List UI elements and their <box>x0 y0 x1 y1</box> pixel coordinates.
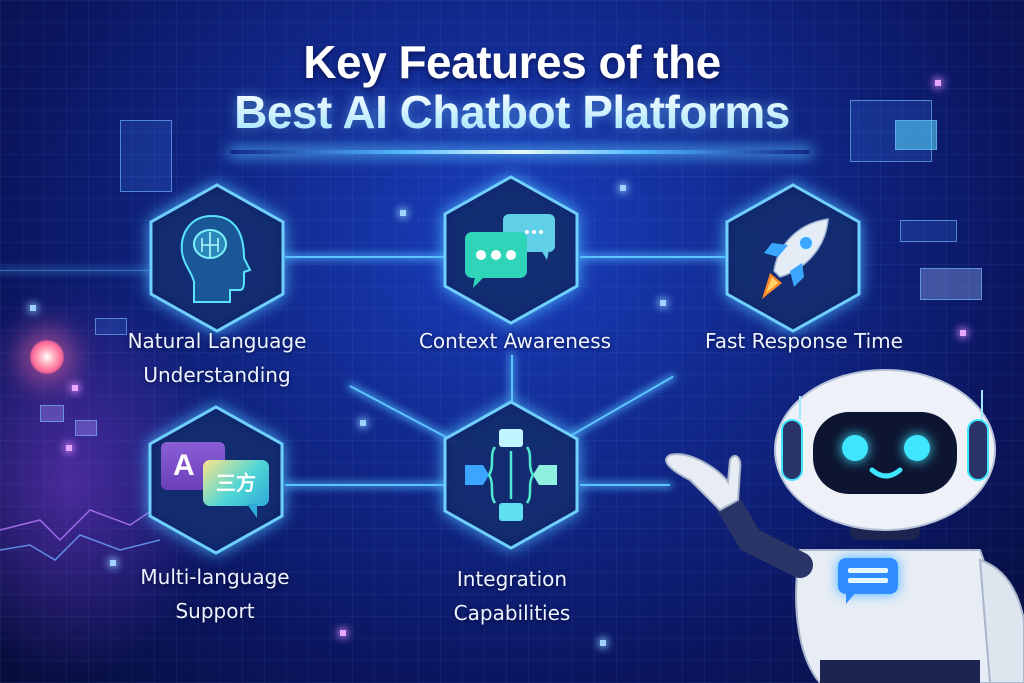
feature-fast-response[interactable] <box>725 183 861 333</box>
feature-label-line: Multi-language <box>140 565 290 589</box>
hud-panel <box>900 220 957 242</box>
hud-panel <box>895 120 937 150</box>
hud-panel <box>75 420 97 436</box>
feature-label-line: Natural Language <box>127 329 307 353</box>
star-dot <box>935 80 941 86</box>
feature-label: Multi-language Support <box>110 560 320 628</box>
star-dot <box>960 330 966 336</box>
star-dot <box>110 560 116 566</box>
connector-line <box>580 484 670 486</box>
connector-line <box>580 256 725 258</box>
feature-label-line: Context Awareness <box>418 329 612 353</box>
star-dot <box>340 630 346 636</box>
hud-panel <box>920 268 982 300</box>
feature-label: Integration Capabilities <box>410 562 614 630</box>
star-dot <box>30 305 36 311</box>
hud-panel <box>95 318 127 335</box>
feature-label: Fast Response Time <box>686 324 922 358</box>
feature-multi-language[interactable]: A 三方 <box>148 405 284 555</box>
feature-integration[interactable] <box>443 400 579 550</box>
feature-label: Natural Language Understanding <box>110 324 324 392</box>
feature-natural-language[interactable] <box>149 183 285 333</box>
rocket-icon <box>762 218 829 299</box>
connector-line <box>511 355 513 405</box>
glowing-orb <box>30 340 64 374</box>
circuit-lines <box>0 504 160 561</box>
bubble-tail <box>247 504 257 518</box>
star-dot <box>72 385 78 391</box>
brain-head-icon <box>180 214 252 303</box>
star-dot <box>660 300 666 306</box>
connector-line <box>0 270 150 271</box>
robot-mascot <box>665 369 1024 683</box>
feature-context-awareness[interactable] <box>443 175 579 325</box>
star-dot <box>360 420 366 426</box>
title-underline-beam <box>230 150 810 154</box>
feature-label-line: Support <box>175 599 255 623</box>
star-dot <box>66 445 72 451</box>
feature-label-line: Fast Response Time <box>705 329 903 353</box>
feature-label-line: Capabilities <box>453 601 571 625</box>
translate-cjk-glyph: 三方 <box>203 460 269 506</box>
title-line-2: Best AI Chatbot Platforms <box>0 87 1024 138</box>
hud-panel <box>120 120 172 192</box>
connector-line <box>285 256 445 258</box>
translate-icon: A 三方 <box>161 438 271 522</box>
star-dot <box>400 210 406 216</box>
hud-panel <box>40 405 64 422</box>
star-dot <box>600 640 606 646</box>
feature-label-line: Understanding <box>143 363 291 387</box>
feature-label-line: Integration <box>456 567 568 591</box>
chat-bubbles-icon <box>465 214 555 288</box>
connector-line <box>285 484 445 486</box>
hexagon-frame <box>149 183 285 333</box>
title-line-1: Key Features of the <box>303 36 721 88</box>
feature-label: Context Awareness <box>400 324 630 358</box>
network-cubes-icon <box>465 429 557 521</box>
star-dot <box>620 185 626 191</box>
page-title: Key Features of the Best AI Chatbot Plat… <box>0 36 1024 138</box>
